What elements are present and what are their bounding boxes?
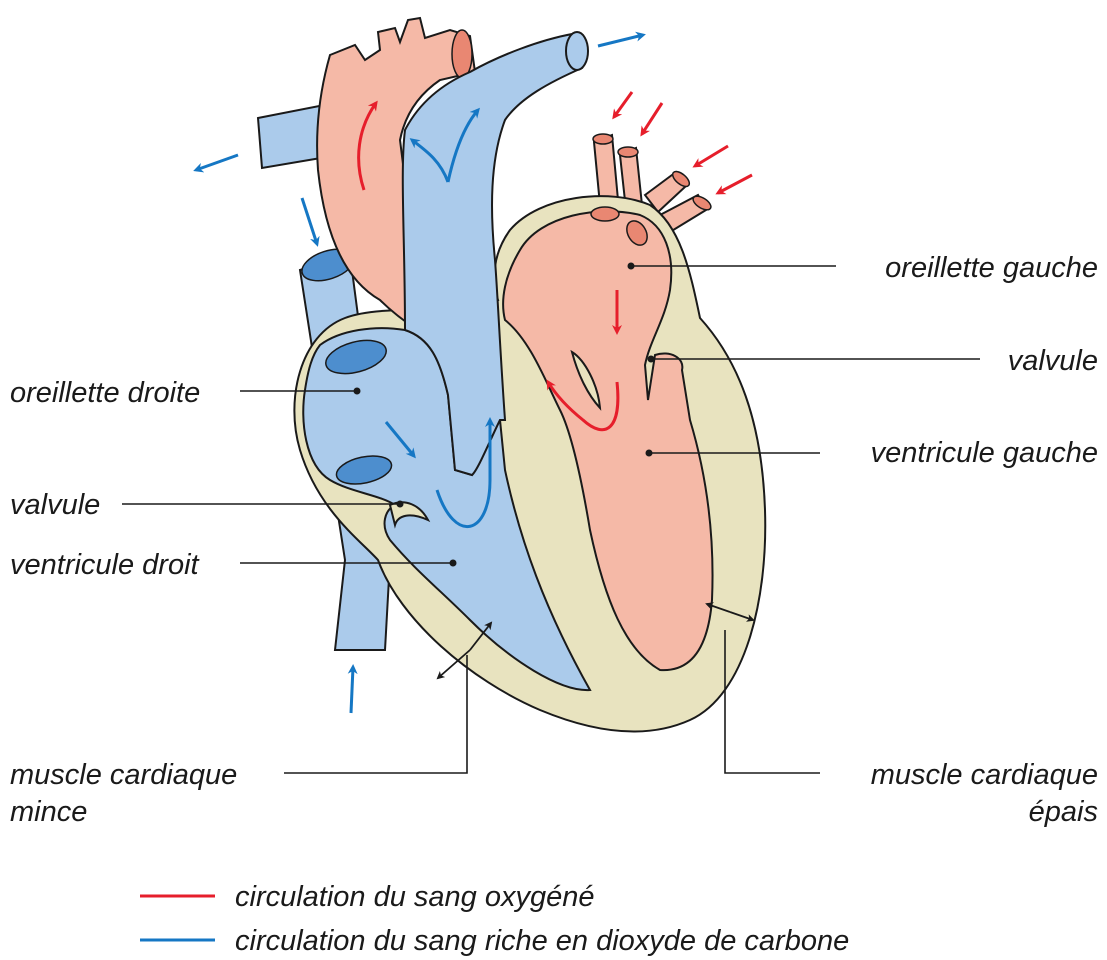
- pulmonary-trunk-opening: [566, 32, 588, 70]
- label-valve-left: valvule: [1008, 345, 1098, 377]
- label-thick-muscle-line1: muscle cardiaque: [871, 759, 1098, 791]
- label-valve-right: valvule: [10, 489, 100, 521]
- label-left-atrium: oreillette gauche: [885, 252, 1098, 284]
- label-thick-muscle-line2: épais: [1029, 796, 1098, 828]
- legend: circulation du sang oxygéné circulation …: [140, 881, 849, 957]
- label-right-atrium: oreillette droite: [10, 377, 200, 409]
- label-left-ventricle: ventricule gauche: [871, 437, 1098, 469]
- pulmonary-vein-opening-1: [591, 207, 619, 221]
- label-thin-muscle-line2: mince: [10, 796, 87, 828]
- label-thin-muscle-line1: muscle cardiaque: [10, 759, 237, 791]
- aorta-opening: [452, 30, 472, 78]
- legend-deoxygenated: circulation du sang riche en dioxyde de …: [235, 925, 849, 957]
- label-right-ventricle: ventricule droit: [10, 549, 201, 581]
- legend-oxygenated: circulation du sang oxygéné: [235, 881, 595, 913]
